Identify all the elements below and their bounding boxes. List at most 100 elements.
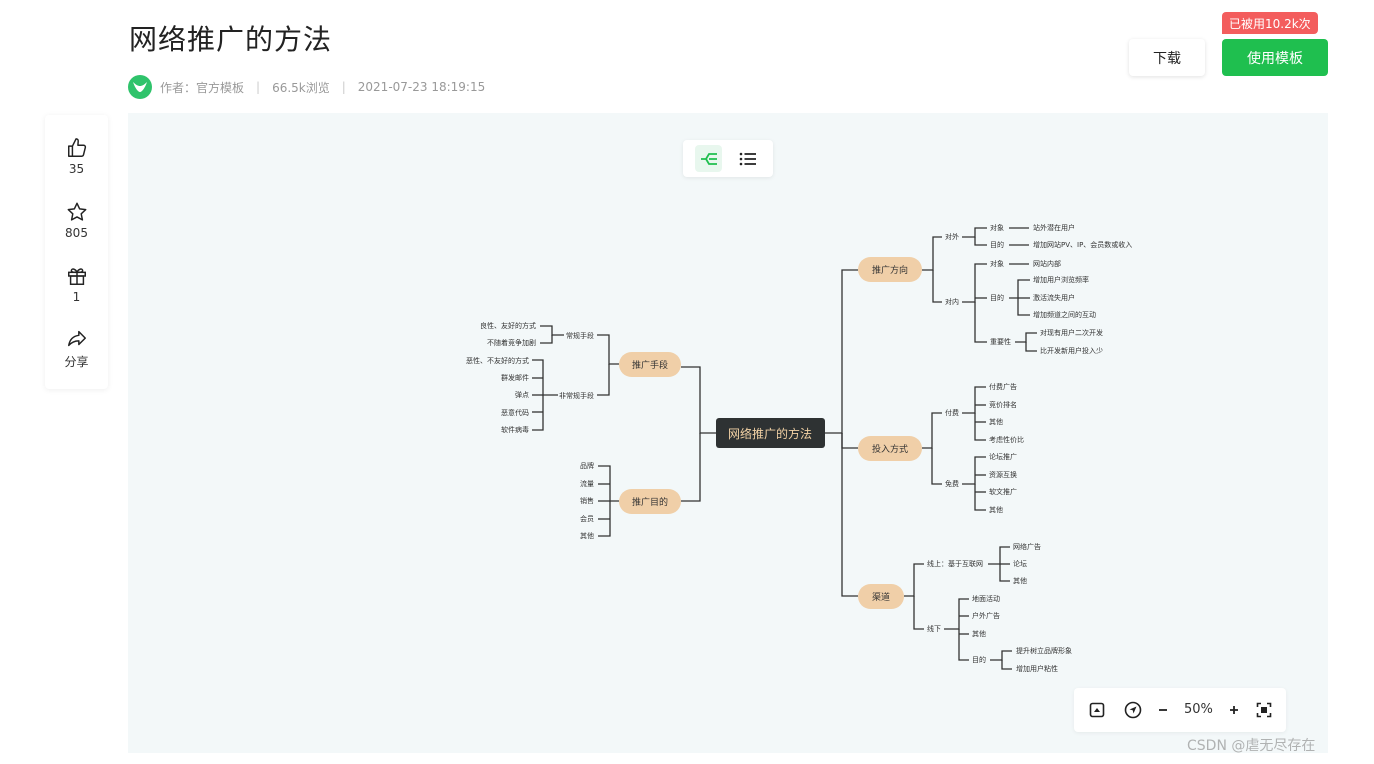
mindmap-node[interactable]: 其他 — [1013, 576, 1027, 585]
zoom-out-button[interactable] — [1152, 699, 1174, 721]
favorite-button[interactable]: 805 — [45, 201, 108, 240]
branch-node-promo-goal[interactable]: 推广目的 — [619, 489, 681, 514]
meta-divider: | — [256, 80, 261, 94]
fullscreen-icon — [1256, 702, 1272, 718]
mindmap-node[interactable]: 目的 — [972, 655, 986, 664]
share-label: 分享 — [64, 355, 89, 369]
branch-label: 推广手段 — [632, 359, 668, 371]
mindmap-node[interactable]: 其他 — [580, 531, 594, 540]
mindmap-node[interactable]: 目的 — [990, 240, 1004, 249]
mindmap-node[interactable]: 恶性、不友好的方式 — [466, 356, 529, 365]
mindmap-node[interactable]: 不随着竞争加剧 — [487, 338, 536, 347]
mindmap-node[interactable]: 软件病毒 — [501, 425, 529, 434]
mindmap-node[interactable]: 其他 — [989, 505, 1003, 514]
mindmap-node[interactable]: 论坛推广 — [989, 452, 1017, 461]
mindmap-view-icon — [700, 152, 717, 165]
mindmap-node[interactable]: 对象 — [990, 259, 1004, 268]
compass-icon — [1124, 701, 1142, 719]
mindmap-node[interactable]: 网络广告 — [1013, 542, 1041, 551]
like-button[interactable]: 35 — [45, 137, 108, 176]
mindmap-node[interactable]: 其他 — [972, 629, 986, 638]
leaf-logo-icon — [133, 82, 147, 92]
minimap-icon — [1089, 702, 1105, 718]
mindmap-node[interactable]: 对内 — [945, 297, 959, 306]
mindmap-node[interactable]: 论坛 — [1013, 559, 1027, 568]
meta-row: 作者：官方模板 | 66.5k浏览 | 2021-07-23 18:19:15 — [128, 74, 485, 100]
share-button[interactable]: 分享 — [45, 328, 108, 370]
mindmap-node[interactable]: 流量 — [580, 479, 594, 488]
mindmap-node[interactable]: 户外广告 — [972, 611, 1000, 620]
mindmap-subnodes: 常规手段 良性、友好的方式 不随着竞争加剧 非常规手段 恶性、不友好的方式 群发… — [466, 223, 1132, 673]
branch-node-channel[interactable]: 渠道 — [858, 584, 904, 609]
branch-label: 渠道 — [872, 591, 890, 603]
mindmap-node[interactable]: 良性、友好的方式 — [480, 321, 536, 330]
download-button[interactable]: 下载 — [1129, 39, 1205, 76]
mindmap-node[interactable]: 对象 — [990, 223, 1004, 232]
mindmap-node[interactable]: 线下 — [927, 624, 941, 633]
locate-button[interactable] — [1122, 699, 1144, 721]
mindmap-node[interactable]: 激活流失用户 — [1033, 293, 1075, 302]
mindmap-node[interactable]: 地面活动 — [972, 594, 1000, 603]
mindmap-node[interactable]: 对外 — [945, 232, 959, 241]
watermark: CSDN @虐无尽存在 — [1187, 738, 1316, 754]
branch-label: 投入方式 — [872, 443, 908, 455]
mindmap-node[interactable]: 考虑性价比 — [989, 435, 1024, 444]
mindmap-node[interactable]: 群发邮件 — [501, 373, 529, 382]
gift-count: 1 — [72, 290, 81, 304]
page-title: 网络推广的方法 — [129, 23, 333, 56]
root-label: 网络推广的方法 — [728, 426, 812, 441]
branch-node-investment[interactable]: 投入方式 — [858, 436, 922, 461]
mindmap-node[interactable]: 销售 — [580, 496, 594, 505]
mindmap-node[interactable]: 提升树立品牌形象 — [1016, 646, 1072, 655]
thumbs-up-icon — [67, 138, 86, 157]
mindmap-node[interactable]: 免费 — [945, 479, 959, 488]
mindmap-view-button[interactable] — [695, 145, 722, 172]
mindmap-node[interactable]: 重要性 — [990, 337, 1011, 346]
mindmap-node[interactable]: 常规手段 — [566, 331, 594, 340]
mindmap-node[interactable]: 资源互换 — [989, 470, 1017, 479]
mindmap-node[interactable]: 增加用户浏览频率 — [1033, 275, 1089, 284]
mindmap-node[interactable]: 非常规手段 — [559, 391, 594, 400]
plus-icon — [1230, 706, 1238, 714]
branch-node-promo-direction[interactable]: 推广方向 — [858, 257, 922, 282]
mindmap-node[interactable]: 弹点 — [515, 390, 529, 399]
mindmap-node[interactable]: 比开发新用户投入少 — [1040, 346, 1103, 355]
fit-screen-button[interactable] — [1253, 699, 1275, 721]
mindmap-node[interactable]: 付费广告 — [989, 382, 1017, 391]
outline-view-button[interactable] — [734, 145, 761, 172]
favorite-count: 805 — [65, 226, 88, 240]
mindmap-node[interactable]: 增加用户粘性 — [1016, 664, 1058, 673]
minimap-button[interactable] — [1086, 699, 1108, 721]
branch-node-promo-means[interactable]: 推广手段 — [619, 352, 681, 377]
mindmap-node[interactable]: 增加网站PV、IP、会员数或收入 — [1033, 240, 1132, 249]
mindmap-node[interactable]: 增加频道之间的互动 — [1033, 310, 1096, 319]
mindmap-node[interactable]: 品牌 — [580, 461, 594, 470]
mindmap-connectors — [532, 227, 1037, 670]
mindmap-node[interactable]: 会员 — [580, 514, 594, 523]
view-toggle — [683, 140, 773, 177]
mindmap-node[interactable]: 线上：基于互联网 — [927, 559, 983, 568]
branch-label: 推广目的 — [632, 496, 668, 508]
mindmap-node[interactable]: 站外潜在用户 — [1033, 223, 1075, 232]
zoom-toolbar: 50% — [1074, 688, 1286, 732]
mindmap-node[interactable]: 网站内部 — [1033, 259, 1061, 268]
use-template-button[interactable]: 使用模板 — [1222, 39, 1328, 76]
publish-date: 2021-07-23 18:19:15 — [357, 80, 486, 94]
mindmap-node[interactable]: 竞价排名 — [989, 400, 1017, 409]
mindmap-node[interactable]: 目的 — [990, 293, 1004, 302]
list-icon — [739, 152, 756, 165]
action-sidebar: 35 805 1 分享 — [45, 115, 108, 389]
mindmap-node[interactable]: 软文推广 — [989, 487, 1017, 496]
mindmap-node[interactable]: 付费 — [945, 408, 959, 417]
usage-count-badge: 已被用10.2k次 — [1222, 12, 1318, 34]
mindmap-node[interactable]: 恶意代码 — [501, 408, 529, 417]
author-label[interactable]: 作者：官方模板 — [160, 80, 245, 95]
mindmap-node[interactable]: 其他 — [989, 417, 1003, 426]
share-icon — [67, 330, 86, 347]
mindmap-root-node[interactable]: 网络推广的方法 — [716, 418, 825, 448]
zoom-in-button[interactable] — [1223, 699, 1245, 721]
gift-button[interactable]: 1 — [45, 265, 108, 304]
avatar[interactable] — [128, 75, 152, 99]
mindmap-node[interactable]: 对现有用户二次开发 — [1040, 328, 1103, 337]
